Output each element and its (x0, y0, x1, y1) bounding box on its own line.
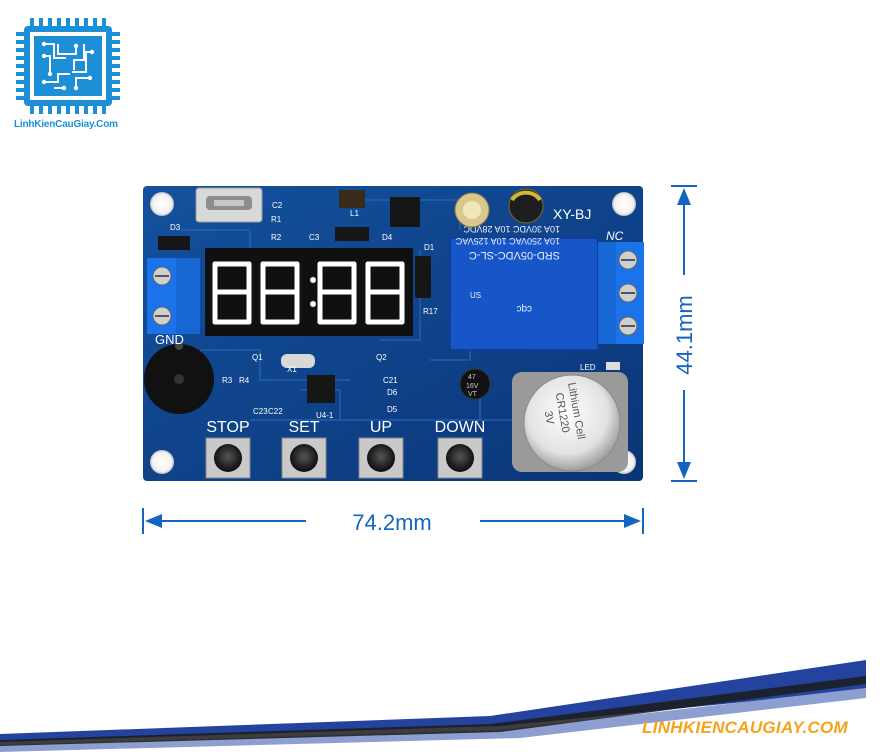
button-cap-stop (214, 444, 242, 472)
micro-usb-connector (195, 187, 263, 223)
coin-cell-holder: Lithium Cell CR1220 3V (512, 372, 628, 472)
power-terminal-block (147, 258, 200, 334)
silk-d4: D4 (382, 233, 393, 242)
button-cap-set (290, 444, 318, 472)
button-label-stop: STOP (206, 419, 249, 436)
led-label: LED (580, 363, 596, 372)
dimension-lines (142, 185, 697, 534)
relay: SRD-05VDC-SL-C 10A 250VAC 10A 125VAC 10A… (449, 224, 599, 351)
battery-line-3: 3V (542, 410, 556, 426)
silk-d5: D5 (387, 405, 398, 414)
button-label-down: DOWN (435, 419, 486, 436)
button-label-set: SET (288, 419, 319, 436)
buzzer (144, 342, 214, 414)
relay-us: US (470, 291, 481, 300)
relay-model: SRD-05VDC-SL-C (469, 249, 560, 261)
relay-brand: cqc (516, 303, 532, 314)
silk-r2: R2 (271, 233, 282, 242)
silk-d6: D6 (387, 388, 398, 397)
circuit-chip-logo-icon (16, 18, 120, 114)
gnd-label: GND (155, 332, 184, 347)
relay-terminal-block (598, 242, 644, 344)
silk-r3: R3 (222, 376, 233, 385)
silk-q2: Q2 (376, 353, 387, 362)
nc-label: NC (606, 229, 624, 243)
silk-r4: R4 (239, 376, 250, 385)
silk-c22: C22 (268, 407, 283, 416)
footer-site-name: LINHKIENCAUGIAY.COM (642, 718, 848, 737)
svg-text:16V: 16V (466, 383, 479, 390)
electrolytic-capacitors (454, 188, 544, 228)
svg-text:VT: VT (468, 391, 478, 398)
button-cap-up (367, 444, 395, 472)
height-dimension: 44.1mm (672, 295, 697, 374)
relay-rating-1: 10A 250VAC 10A 125VAC (455, 236, 560, 246)
silk-r1: R1 (271, 215, 282, 224)
relay-rating-2: 10A 30VDC 10A 28VDC (463, 224, 560, 234)
silk-c21: C21 (383, 376, 398, 385)
silk-x1: X1 (287, 365, 297, 374)
silk-r17: R17 (423, 307, 438, 316)
silk-d1: D1 (424, 243, 435, 252)
footer-swoosh (0, 660, 866, 752)
seven-segment-display (205, 248, 413, 336)
svg-text:47: 47 (468, 374, 476, 381)
silk-d3: D3 (170, 223, 181, 232)
silk-c23: C23 (253, 407, 268, 416)
silk-c2: C2 (272, 201, 283, 210)
logo-caption: LinhKienCauGiay.Com (14, 119, 118, 130)
tactile-buttons: STOP SET UP DOWN (205, 419, 486, 479)
silk-c3: C3 (309, 233, 320, 242)
silk-l1: L1 (350, 209, 359, 218)
button-label-up: UP (370, 419, 392, 436)
crystal (281, 354, 315, 368)
silk-u4: U4-1 (316, 411, 334, 420)
width-dimension: 74.2mm (352, 510, 431, 535)
small-capacitor: 47 16V VT (459, 368, 491, 400)
silk-q1: Q1 (252, 353, 263, 362)
button-cap-down (446, 444, 474, 472)
model-label: XY-BJ (553, 206, 591, 222)
